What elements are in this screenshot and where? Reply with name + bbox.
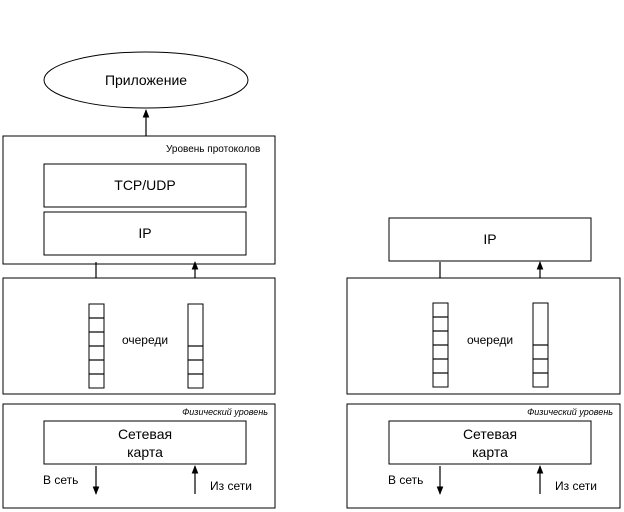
from-network-label: Из сети (210, 479, 252, 493)
application-ellipse (43, 51, 249, 109)
left-stack: Приложение Уровень протоколов TCP/UDP IP… (2, 51, 276, 509)
protocol-level-label: Уровень протоколов (166, 144, 260, 155)
network-card-label-line2: карта (127, 444, 163, 460)
queues-label: очереди (122, 333, 168, 347)
outgoing-queue (432, 302, 449, 388)
network-card-label-line2: карта (472, 444, 508, 460)
queues-label: очереди (467, 333, 513, 347)
tcp-udp-box (43, 163, 247, 208)
incoming-queue (187, 303, 204, 389)
ip-box (388, 217, 592, 262)
to-network-label: В сеть (388, 473, 423, 487)
ip-label: IP (138, 225, 151, 241)
physical-level-label: Физический уровень (527, 407, 613, 417)
network-card-box (43, 420, 247, 465)
queues-box (2, 277, 276, 395)
ip-box (43, 211, 247, 256)
network-card-label-line1: Сетевая (463, 426, 517, 442)
tcp-udp-label: TCP/UDP (114, 177, 175, 193)
to-network-label: В сеть (43, 473, 78, 487)
ip-label: IP (483, 231, 496, 247)
network-card-box (388, 420, 592, 465)
physical-level-label: Физический уровень (182, 407, 268, 417)
right-stack: IP очереди Физический уровень Сетевая ка… (346, 217, 621, 509)
incoming-queue (532, 302, 549, 388)
application-label: Приложение (105, 72, 187, 88)
from-network-label: Из сети (555, 479, 597, 493)
outgoing-queue (88, 303, 105, 389)
network-card-label-line1: Сетевая (118, 426, 172, 442)
queues-box (346, 277, 621, 395)
